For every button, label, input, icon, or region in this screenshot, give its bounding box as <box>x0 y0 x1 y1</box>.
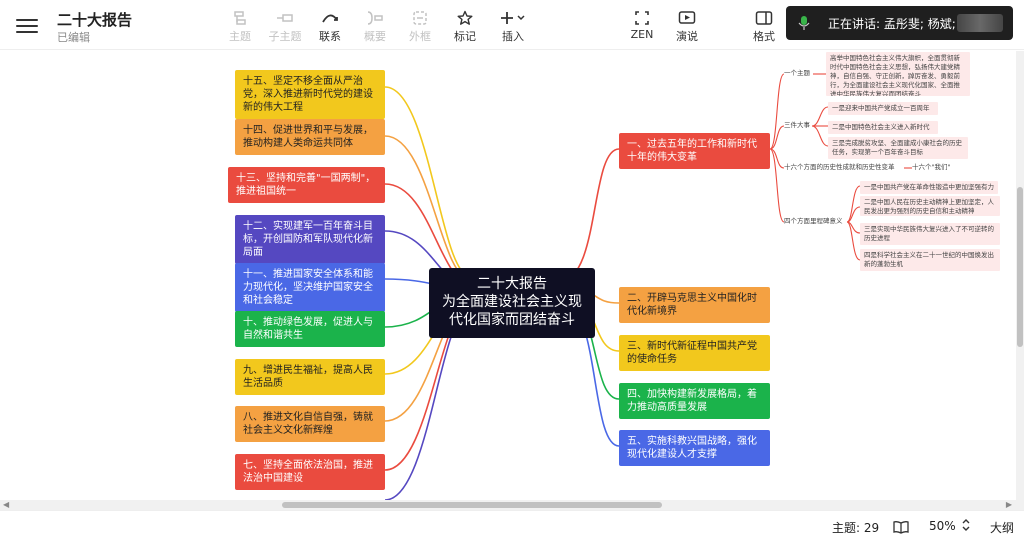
star-icon <box>442 6 488 28</box>
mindmap-canvas[interactable]: 二十大报告 为全面建设社会主义现 代化国家而团结奋斗 十五、坚定不移全面从严治党… <box>0 51 1016 500</box>
topic-right-5[interactable]: 五、实施科教兴国战略，强化现代化建设人才支撑 <box>619 430 770 466</box>
relationship-icon <box>307 6 353 28</box>
zoom-level[interactable]: 50% <box>929 519 956 533</box>
central-topic[interactable]: 二十大报告 为全面建设社会主义现 代化国家而团结奋斗 <box>429 268 595 338</box>
subtopic-one-theme-detail[interactable]: 高举中国特色社会主义伟大旗帜，全面贯彻新时代中国特色社会主义思想，弘扬伟大建党精… <box>826 52 970 96</box>
subtopic-sixteen-achievements[interactable]: 十六个方面的历史性成就和历史性变革 <box>784 163 895 171</box>
topic-icon <box>217 6 263 28</box>
subtopic-four-milestones[interactable]: 四个方面里程碑意义 <box>784 217 843 225</box>
format-panel-icon <box>741 6 787 28</box>
subtopic-milestone-4[interactable]: 四是科学社会主义在二十一世纪的中国焕发出新的蓬勃生机 <box>860 249 1000 271</box>
plus-icon <box>490 6 536 28</box>
topic-right-2[interactable]: 二、开辟马克思主义中国化时代化新境界 <box>619 287 770 323</box>
topic-left-8[interactable]: 八、推进文化自信自强，铸就社会主义文化新辉煌 <box>235 406 385 442</box>
topic-left-13[interactable]: 十三、坚持和完善"一国两制"，推进祖国统一 <box>228 167 385 203</box>
central-line-3: 代化国家而团结奋斗 <box>449 312 575 328</box>
subtopic-one-theme[interactable]: 一个主题 <box>784 69 810 77</box>
topic-left-11[interactable]: 十一、推进国家安全体系和能力现代化，坚决维护国家安全和社会稳定 <box>235 263 385 312</box>
topic-right-1[interactable]: 一、过去五年的工作和新时代十年的伟大变革 <box>619 133 770 169</box>
horizontal-scroll-thumb[interactable] <box>282 502 662 508</box>
topic-right-3[interactable]: 三、新时代新征程中国共产党的使命任务 <box>619 335 770 371</box>
speaking-indicator: 正在讲话: 孟彤斐; 杨斌; <box>786 6 1013 40</box>
subtopic-milestone-1[interactable]: 一是中国共产党在革命性锻造中更加坚强有力 <box>860 181 998 194</box>
topic-button[interactable]: 主题 <box>217 6 263 46</box>
outline-button[interactable]: 大纲 <box>990 521 1015 535</box>
vertical-scrollbar[interactable] <box>1016 51 1024 500</box>
zen-button[interactable]: ZEN <box>619 6 665 46</box>
zen-icon <box>619 6 665 28</box>
topic-count: 主题: 29 <box>832 521 880 535</box>
topic-left-14[interactable]: 十四、促进世界和平与发展，推动构建人类命运共同体 <box>235 119 385 155</box>
subtopic-icon <box>262 6 308 28</box>
topic-left-10[interactable]: 十、推动绿色发展，促进人与自然和谐共生 <box>235 311 385 347</box>
subtopic-button[interactable]: 子主题 <box>262 6 308 46</box>
subtopic-milestone-3[interactable]: 三是实现中华民族伟大复兴进入了不可逆转的历史进程 <box>860 223 1000 245</box>
subtopic-event-3[interactable]: 三是完成脱贫攻坚、全面建成小康社会的历史任务，实现第一个百年奋斗目标 <box>828 137 968 159</box>
subtopic-sixteen-we[interactable]: 十六个"我们" <box>912 163 951 171</box>
pitch-button[interactable]: 演说 <box>664 6 710 46</box>
hamburger-menu-icon[interactable] <box>16 15 38 35</box>
summary-button[interactable]: 概要 <box>352 6 398 46</box>
topic-left-7[interactable]: 七、坚持全面依法治国，推进法治中国建设 <box>235 454 385 490</box>
avatar-blur <box>957 14 1003 32</box>
status-bar: 主题: 29 50% 大纲 <box>0 510 1024 541</box>
microphone-icon <box>798 15 810 34</box>
insert-button[interactable]: 插入 <box>490 6 536 46</box>
speaking-text: 正在讲话: 孟彤斐; 杨斌; <box>828 17 956 31</box>
central-line-1: 二十大报告 <box>477 276 547 292</box>
boundary-button[interactable]: 外框 <box>397 6 443 46</box>
scroll-right-arrow-icon[interactable]: ▶ <box>1005 500 1012 509</box>
relationship-button[interactable]: 联系 <box>307 6 353 46</box>
horizontal-scrollbar[interactable]: ◀ ▶ <box>0 500 1024 510</box>
boundary-icon <box>397 6 443 28</box>
subtopic-event-2[interactable]: 二是中国特色社会主义进入新时代 <box>828 121 938 134</box>
central-line-2: 为全面建设社会主义现 <box>442 294 582 310</box>
pitch-icon <box>664 6 710 28</box>
topic-left-15[interactable]: 十五、坚定不移全面从严治党，深入推进新时代党的建设新的伟大工程 <box>235 70 385 119</box>
subtopic-three-events[interactable]: 三件大事 <box>784 121 810 129</box>
format-button[interactable]: 格式 <box>741 6 787 46</box>
document-title[interactable]: 二十大报告 <box>57 11 133 29</box>
book-icon[interactable] <box>893 519 909 538</box>
summary-icon <box>352 6 398 28</box>
topic-right-4[interactable]: 四、加快构建新发展格局，着力推动高质量发展 <box>619 383 770 419</box>
top-toolbar: 二十大报告 已编辑 主题 子主题 联系 概要 外框 标记 插入 ZEN 演说 格… <box>0 0 1024 50</box>
vertical-scroll-thumb[interactable] <box>1017 187 1023 347</box>
topic-left-9[interactable]: 九、增进民生福祉，提高人民生活品质 <box>235 359 385 395</box>
subtopic-milestone-2[interactable]: 二是中国人民在历史主动精神上更加坚定，人民发出更为强烈的历史自信和主动精神 <box>860 196 1000 216</box>
marker-button[interactable]: 标记 <box>442 6 488 46</box>
topic-left-12[interactable]: 十二、实现建军一百年奋斗目标，开创国防和军队现代化新局面 <box>235 215 385 264</box>
scroll-left-arrow-icon[interactable]: ◀ <box>3 500 10 509</box>
subtopic-event-1[interactable]: 一是迎来中国共产党成立一百周年 <box>828 102 938 115</box>
edit-status: 已编辑 <box>57 31 90 44</box>
zoom-stepper-icon[interactable] <box>961 517 971 537</box>
